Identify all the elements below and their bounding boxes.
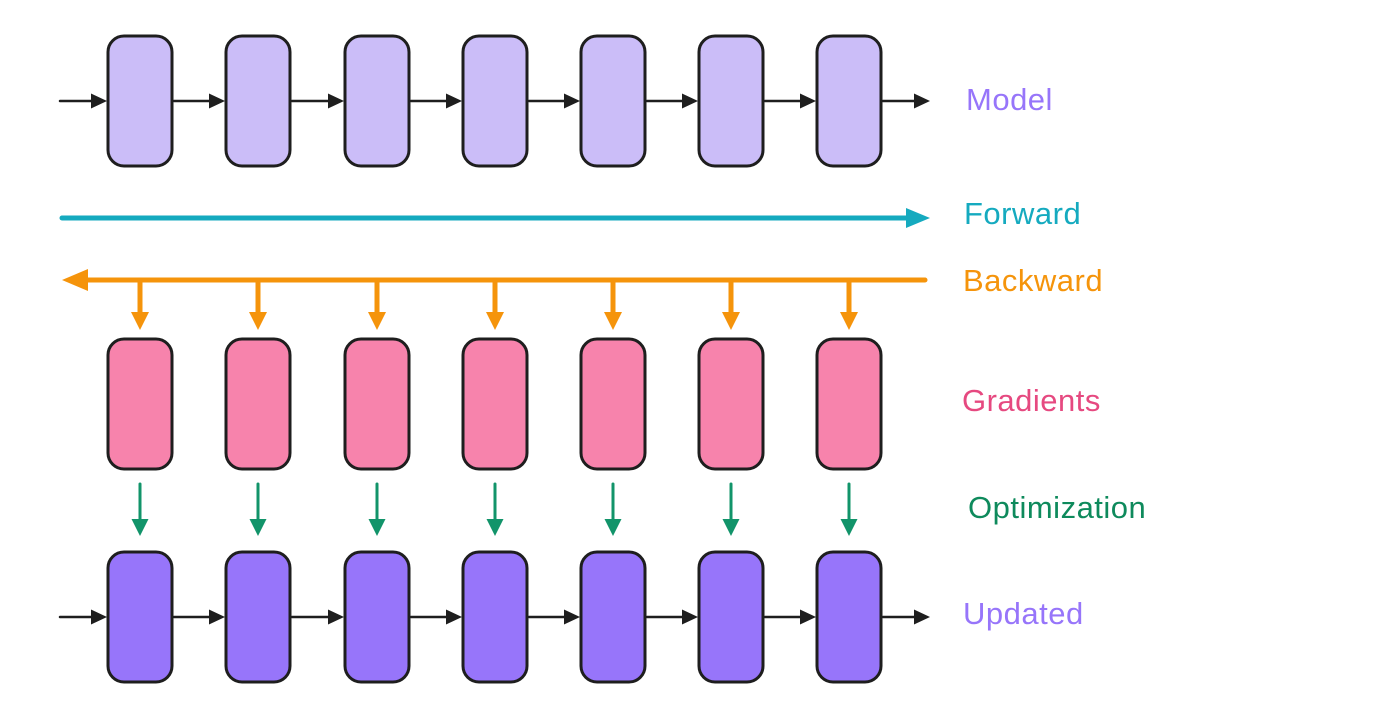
updated-chain-arrow-icon <box>409 609 462 625</box>
row-model <box>58 34 930 168</box>
updated-block <box>224 550 292 684</box>
model-chain-arrow-icon <box>172 93 225 109</box>
backward-branch-arrow-icon <box>604 277 622 330</box>
optimization-arrow-icon <box>840 482 858 536</box>
updated-block <box>343 550 411 684</box>
row-updated <box>58 550 930 684</box>
gradients-block <box>224 337 292 471</box>
model-chain-arrow-icon <box>290 93 344 109</box>
updated-block <box>579 550 647 684</box>
updated-chain-arrow-icon <box>763 609 816 625</box>
backward-branch-arrow-icon <box>368 277 386 330</box>
model-block <box>461 34 529 168</box>
model-chain-arrow-icon <box>645 93 698 109</box>
label-backward: Backward <box>963 263 1104 298</box>
updated-entry-arrow-icon <box>58 609 107 625</box>
gradients-block <box>461 337 529 471</box>
updated-chain-arrow-icon <box>172 609 225 625</box>
model-block <box>815 34 883 168</box>
updated-block <box>461 550 529 684</box>
gradients-block <box>579 337 647 471</box>
model-chain-arrow-icon <box>763 93 816 109</box>
model-chain-arrow-icon <box>527 93 580 109</box>
updated-block <box>106 550 174 684</box>
optimization-arrow-icon <box>131 482 149 536</box>
gradients-block <box>815 337 883 471</box>
optimization-arrow-icon <box>722 482 740 536</box>
label-optimization: Optimization <box>968 490 1147 525</box>
model-block <box>224 34 292 168</box>
backward-arrow-group <box>62 269 928 330</box>
optimization-arrow-icon <box>604 482 622 536</box>
model-block <box>106 34 174 168</box>
optimization-arrow-icon <box>486 482 504 536</box>
backward-branch-arrow-icon <box>486 277 504 330</box>
model-block <box>579 34 647 168</box>
label-model: Model <box>966 82 1053 117</box>
updated-block <box>815 550 883 684</box>
updated-chain-arrow-icon <box>645 609 698 625</box>
model-exit-arrow-icon <box>881 93 930 109</box>
label-gradients: Gradients <box>962 383 1101 418</box>
model-block <box>343 34 411 168</box>
optimization-arrow-icon <box>249 482 267 536</box>
gradients-block <box>106 337 174 471</box>
updated-block <box>697 550 765 684</box>
backward-branch-arrow-icon <box>840 277 858 330</box>
backward-branch-arrow-icon <box>722 277 740 330</box>
updated-exit-arrow-icon <box>881 609 930 625</box>
optimization-arrow-icon <box>368 482 386 536</box>
backward-branch-arrow-icon <box>249 277 267 330</box>
forward-arrow-icon <box>59 208 930 228</box>
gradients-block <box>343 337 411 471</box>
model-entry-arrow-icon <box>58 93 107 109</box>
model-chain-arrow-icon <box>409 93 462 109</box>
gradients-block <box>697 337 765 471</box>
optimization-arrow-group <box>131 482 858 536</box>
backward-branch-arrow-icon <box>131 277 149 330</box>
model-block <box>697 34 765 168</box>
row-gradients <box>106 337 883 471</box>
updated-chain-arrow-icon <box>290 609 344 625</box>
updated-chain-arrow-icon <box>527 609 580 625</box>
label-forward: Forward <box>964 196 1082 231</box>
backward-arrow-icon <box>62 269 928 291</box>
label-updated: Updated <box>963 596 1084 631</box>
